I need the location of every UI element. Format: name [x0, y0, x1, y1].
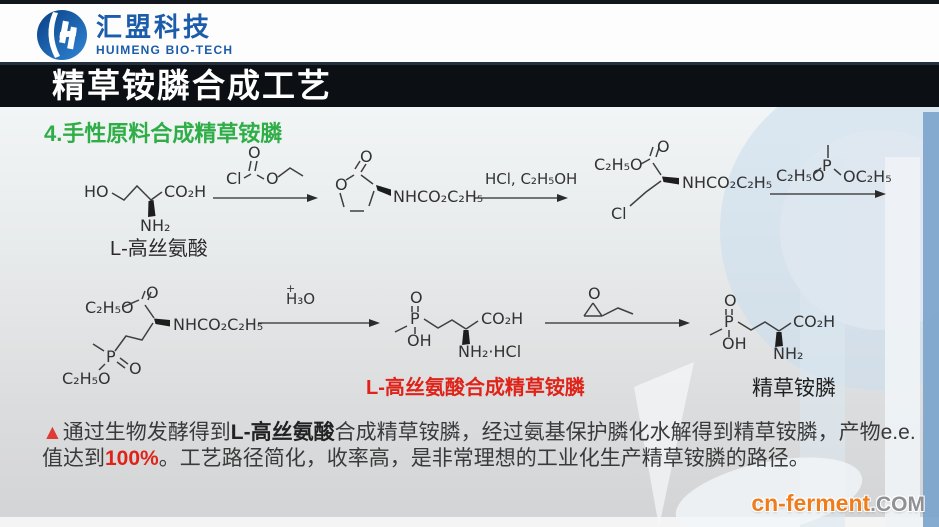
- reaction-scheme: HO CO₂H NH₂ O Cl O O O NHCO₂C₂H₅ HCl,: [62, 140, 892, 388]
- label-co2h: CO₂H: [164, 182, 206, 201]
- label-c2h5o: C₂H₅O: [85, 298, 134, 317]
- label-o: O: [724, 291, 737, 310]
- summary-ee-value: 100%: [105, 447, 159, 470]
- summary-seg1: 通过生物发酵得到: [62, 421, 231, 444]
- structure-phosphinate-ester: C₂H₅O O NHCO₂C₂H₅ P O C₂H₅O: [62, 283, 263, 388]
- bottom-strip: [0, 517, 939, 527]
- summary-seg3: 。工艺路径简化，收率高，是非常理想的工业化生产精草铵膦的路径。: [158, 447, 810, 470]
- arrow-4-reagent: H₃O: [286, 290, 315, 308]
- structure-homoserine: HO CO₂H NH₂: [84, 182, 206, 235]
- label-o-ring: O: [335, 175, 348, 194]
- logo-texts: 汇盟科技 HUIMENG BIO-TECH: [96, 14, 233, 56]
- site-watermark-tld: .COM: [870, 493, 925, 516]
- arrow-4-charge: +: [286, 282, 295, 295]
- top-border: [0, 0, 939, 4]
- hcl-salt-name: L-高丝氨酸合成精草铵膦: [366, 377, 585, 399]
- label-c2h5o: C₂H₅O: [594, 155, 643, 174]
- homoserine-name: L-高丝氨酸: [110, 238, 208, 260]
- label-cl: Cl: [611, 204, 627, 223]
- huimeng-logo-icon: [37, 10, 87, 60]
- site-watermark: cn-ferment.COM: [751, 490, 925, 517]
- label-o-ester: O: [266, 169, 279, 188]
- arrow-2: HCl, C₂H₅OH: [474, 170, 577, 202]
- reagent-phosphonite: C₂H₅O P OC₂H₅: [776, 145, 892, 186]
- label-nh2: NH₂: [140, 216, 170, 235]
- page-title: 精草铵膦合成工艺: [52, 67, 332, 104]
- arrow-5: [545, 319, 690, 327]
- label-nh2hcl: NH₂·HCl: [458, 342, 521, 361]
- label-nh2: NH₂: [773, 344, 803, 363]
- summary-marker: ▲: [42, 421, 63, 444]
- structure-glufosinate: O P OH CO₂H NH₂: [709, 291, 835, 363]
- arrow-4: + H₃O: [258, 282, 380, 327]
- reagent-propylene-oxide: O: [583, 284, 634, 317]
- label-o: O: [410, 288, 423, 307]
- arrow-2-reagent: HCl, C₂H₅OH: [485, 170, 577, 188]
- label-o-double: O: [129, 359, 142, 378]
- structure-chloro-ester: C₂H₅O O NHCO₂C₂H₅ Cl: [594, 140, 772, 223]
- title-bar: 精草铵膦合成工艺: [0, 62, 939, 107]
- structure-glufosinate-hcl: O P OH CO₂H NH₂·HCl: [394, 288, 523, 361]
- huimeng-logo: 汇盟科技 HUIMENG BIO-TECH: [36, 9, 233, 61]
- label-p: P: [822, 156, 832, 175]
- label-nhcbz: NHCO₂C₂H₅: [173, 315, 263, 334]
- label-oh: OH: [722, 334, 747, 353]
- logo-text-en: HUIMENG BIO-TECH: [96, 43, 234, 57]
- label-c2h5o-bottom: C₂H₅O: [62, 369, 111, 388]
- label-o-carbonyl: O: [657, 140, 670, 156]
- structure-lactone: O O NHCO₂C₂H₅: [335, 147, 483, 212]
- label-o-carbonyl: O: [248, 143, 261, 162]
- label-co2h: CO₂H: [481, 309, 523, 328]
- label-oh: OH: [407, 331, 432, 350]
- summary-seg2: 合成精草铵膦，经过氨基保护膦化水解得到精草铵膦，产物e.e.值达到: [42, 421, 916, 470]
- section-heading: 4.手性原料合成精草铵膦: [44, 121, 283, 146]
- label-p: P: [410, 309, 420, 328]
- header: 汇盟科技 HUIMENG BIO-TECH: [0, 4, 939, 62]
- label-nhcbz: NHCO₂C₂H₅: [682, 173, 772, 192]
- label-p: P: [106, 347, 116, 366]
- label-p: P: [724, 312, 734, 331]
- arrow-1: [213, 194, 318, 202]
- label-o-carbonyl: O: [360, 147, 373, 166]
- label-cl: Cl: [226, 169, 242, 188]
- label-o: O: [588, 284, 601, 303]
- summary-bold-homoserine: L-高丝氨酸: [230, 421, 335, 444]
- product-name: 精草铵膦: [752, 377, 836, 400]
- site-watermark-name: cn-ferment: [751, 490, 871, 516]
- label-ho: HO: [84, 182, 109, 201]
- label-co2h: CO₂H: [793, 312, 835, 331]
- logo-text-cn: 汇盟科技: [96, 12, 213, 42]
- label-nhcbz: NHCO₂C₂H₅: [393, 187, 483, 206]
- label-c2h5o: C₂H₅O: [776, 166, 825, 185]
- reagent-ethyl-chloroformate: O Cl O: [226, 143, 304, 188]
- summary-paragraph: ▲通过生物发酵得到L-高丝氨酸合成精草铵膦，经过氨基保护膦化水解得到精草铵膦，产…: [42, 420, 920, 472]
- label-oc2h5: OC₂H₅: [843, 167, 892, 186]
- arrow-3: [770, 190, 886, 198]
